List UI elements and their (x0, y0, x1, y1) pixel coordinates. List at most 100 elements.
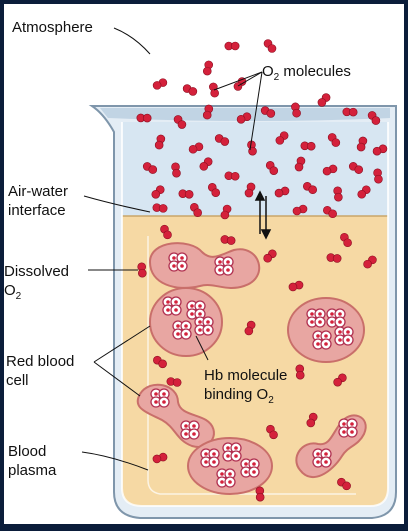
label-dissolved-sub: 2 (15, 291, 22, 302)
o2-molecule (236, 112, 252, 124)
o2-molecule (136, 113, 152, 123)
o2-molecule (220, 235, 236, 245)
o2-molecule (322, 164, 338, 176)
o2-molecule (294, 156, 306, 172)
hb-molecule (172, 320, 192, 340)
o2-molecule (190, 202, 202, 218)
leader-lines (81, 27, 263, 471)
leader-hb (195, 335, 209, 361)
o2-molecule (151, 185, 165, 199)
o2-molecule (333, 186, 343, 202)
o2-molecule (247, 140, 257, 156)
o2-molecule (153, 355, 167, 369)
label-o2-molecules-sub: 2 (273, 72, 280, 83)
o2-molecule (214, 134, 230, 146)
leader-o2-2 (213, 71, 263, 91)
o2-molecule (166, 377, 182, 387)
o2-molecule (274, 186, 290, 198)
o2-molecule (152, 203, 168, 213)
o2-molecule (142, 162, 158, 174)
leader-o2-3 (249, 71, 263, 151)
o2-molecule (260, 106, 276, 118)
o2-molecule (356, 136, 368, 152)
o2-molecule (323, 205, 337, 219)
label-air-water-line1: Air-water (8, 183, 69, 200)
o2-molecule (209, 82, 219, 98)
leader-o2-1 (237, 71, 263, 87)
o2-molecule (292, 204, 308, 216)
o2-molecule (266, 424, 278, 440)
leader-interface (83, 195, 151, 213)
o2-molecule (317, 93, 331, 107)
o2-molecule (160, 224, 172, 240)
o2-molecule (263, 249, 277, 263)
hb-molecule (306, 308, 326, 328)
o2-molecule (154, 134, 166, 150)
leader-rbc-2 (93, 361, 141, 397)
label-red-blood-cell: Red blood cell (6, 352, 74, 390)
label-o2-molecules-o: O (262, 63, 274, 80)
o2-molecule (300, 141, 316, 151)
label-hb-line1: Hb molecule (204, 367, 288, 384)
o2-molecules (136, 39, 388, 502)
o2-molecule (326, 253, 342, 263)
hb-molecule (312, 330, 332, 350)
o2-molecule (182, 84, 198, 96)
label-dissolved-o: O (4, 282, 16, 299)
o2-molecule (152, 78, 168, 90)
o2-molecule (342, 107, 358, 117)
o2-molecule (244, 320, 256, 336)
o2-molecule (263, 39, 277, 53)
label-dissolved-line1: Dissolved (4, 263, 70, 280)
label-plasma-line2: plasma (8, 462, 57, 479)
o2-molecule (333, 373, 347, 387)
leader-rbc-1 (93, 325, 151, 363)
label-hb-molecule: Hb molecule binding O2 (204, 366, 287, 410)
label-o2-molecules-tail: molecules (279, 63, 351, 80)
label-blood-plasma: Blood plasma (8, 442, 56, 480)
o2-molecule (295, 364, 305, 380)
label-atmosphere-text: Atmosphere (12, 19, 93, 36)
label-hb-sub: 2 (268, 395, 274, 406)
hb-molecule (162, 296, 182, 316)
o2-molecule (372, 144, 388, 156)
o2-molecule (373, 168, 383, 184)
label-hb-line2: binding O (204, 386, 269, 403)
label-rbc-line1: Red blood (6, 353, 75, 370)
o2-molecule (348, 162, 364, 174)
leader-atmosphere (113, 27, 151, 55)
o2-molecule (363, 255, 377, 269)
label-air-water-line2: interface (8, 202, 66, 219)
o2-molecule (255, 486, 265, 502)
leader-plasma (81, 451, 149, 471)
o2-molecule (291, 102, 301, 118)
o2-molecule (306, 412, 318, 428)
o2-molecule (178, 189, 194, 199)
o2-molecule (199, 157, 213, 171)
hb-molecule (194, 316, 214, 336)
hb-molecule (168, 252, 188, 272)
hb-molecule (338, 418, 358, 438)
o2-molecule (288, 280, 304, 292)
o2-molecule (207, 183, 221, 197)
hb-molecule (214, 256, 234, 276)
o2-molecule (152, 452, 168, 464)
label-air-water-interface: Air-water interface (8, 182, 68, 220)
o2-molecule (327, 133, 341, 147)
hb-molecule (222, 442, 242, 462)
label-plasma-line1: Blood (8, 443, 47, 460)
o2-molecule (188, 142, 204, 154)
o2-molecule (244, 182, 256, 198)
hb-molecule (186, 300, 206, 320)
hb-molecule (334, 326, 354, 346)
equilibrium-arrows-icon (254, 190, 272, 240)
label-rbc-line2: cell (6, 372, 29, 389)
o2-molecule (265, 161, 279, 175)
label-o2-molecules: O2 molecules (262, 62, 351, 87)
hb-molecule (200, 448, 220, 468)
hb-molecules (150, 252, 358, 488)
o2-molecule (302, 182, 318, 194)
o2-molecule (224, 171, 240, 181)
